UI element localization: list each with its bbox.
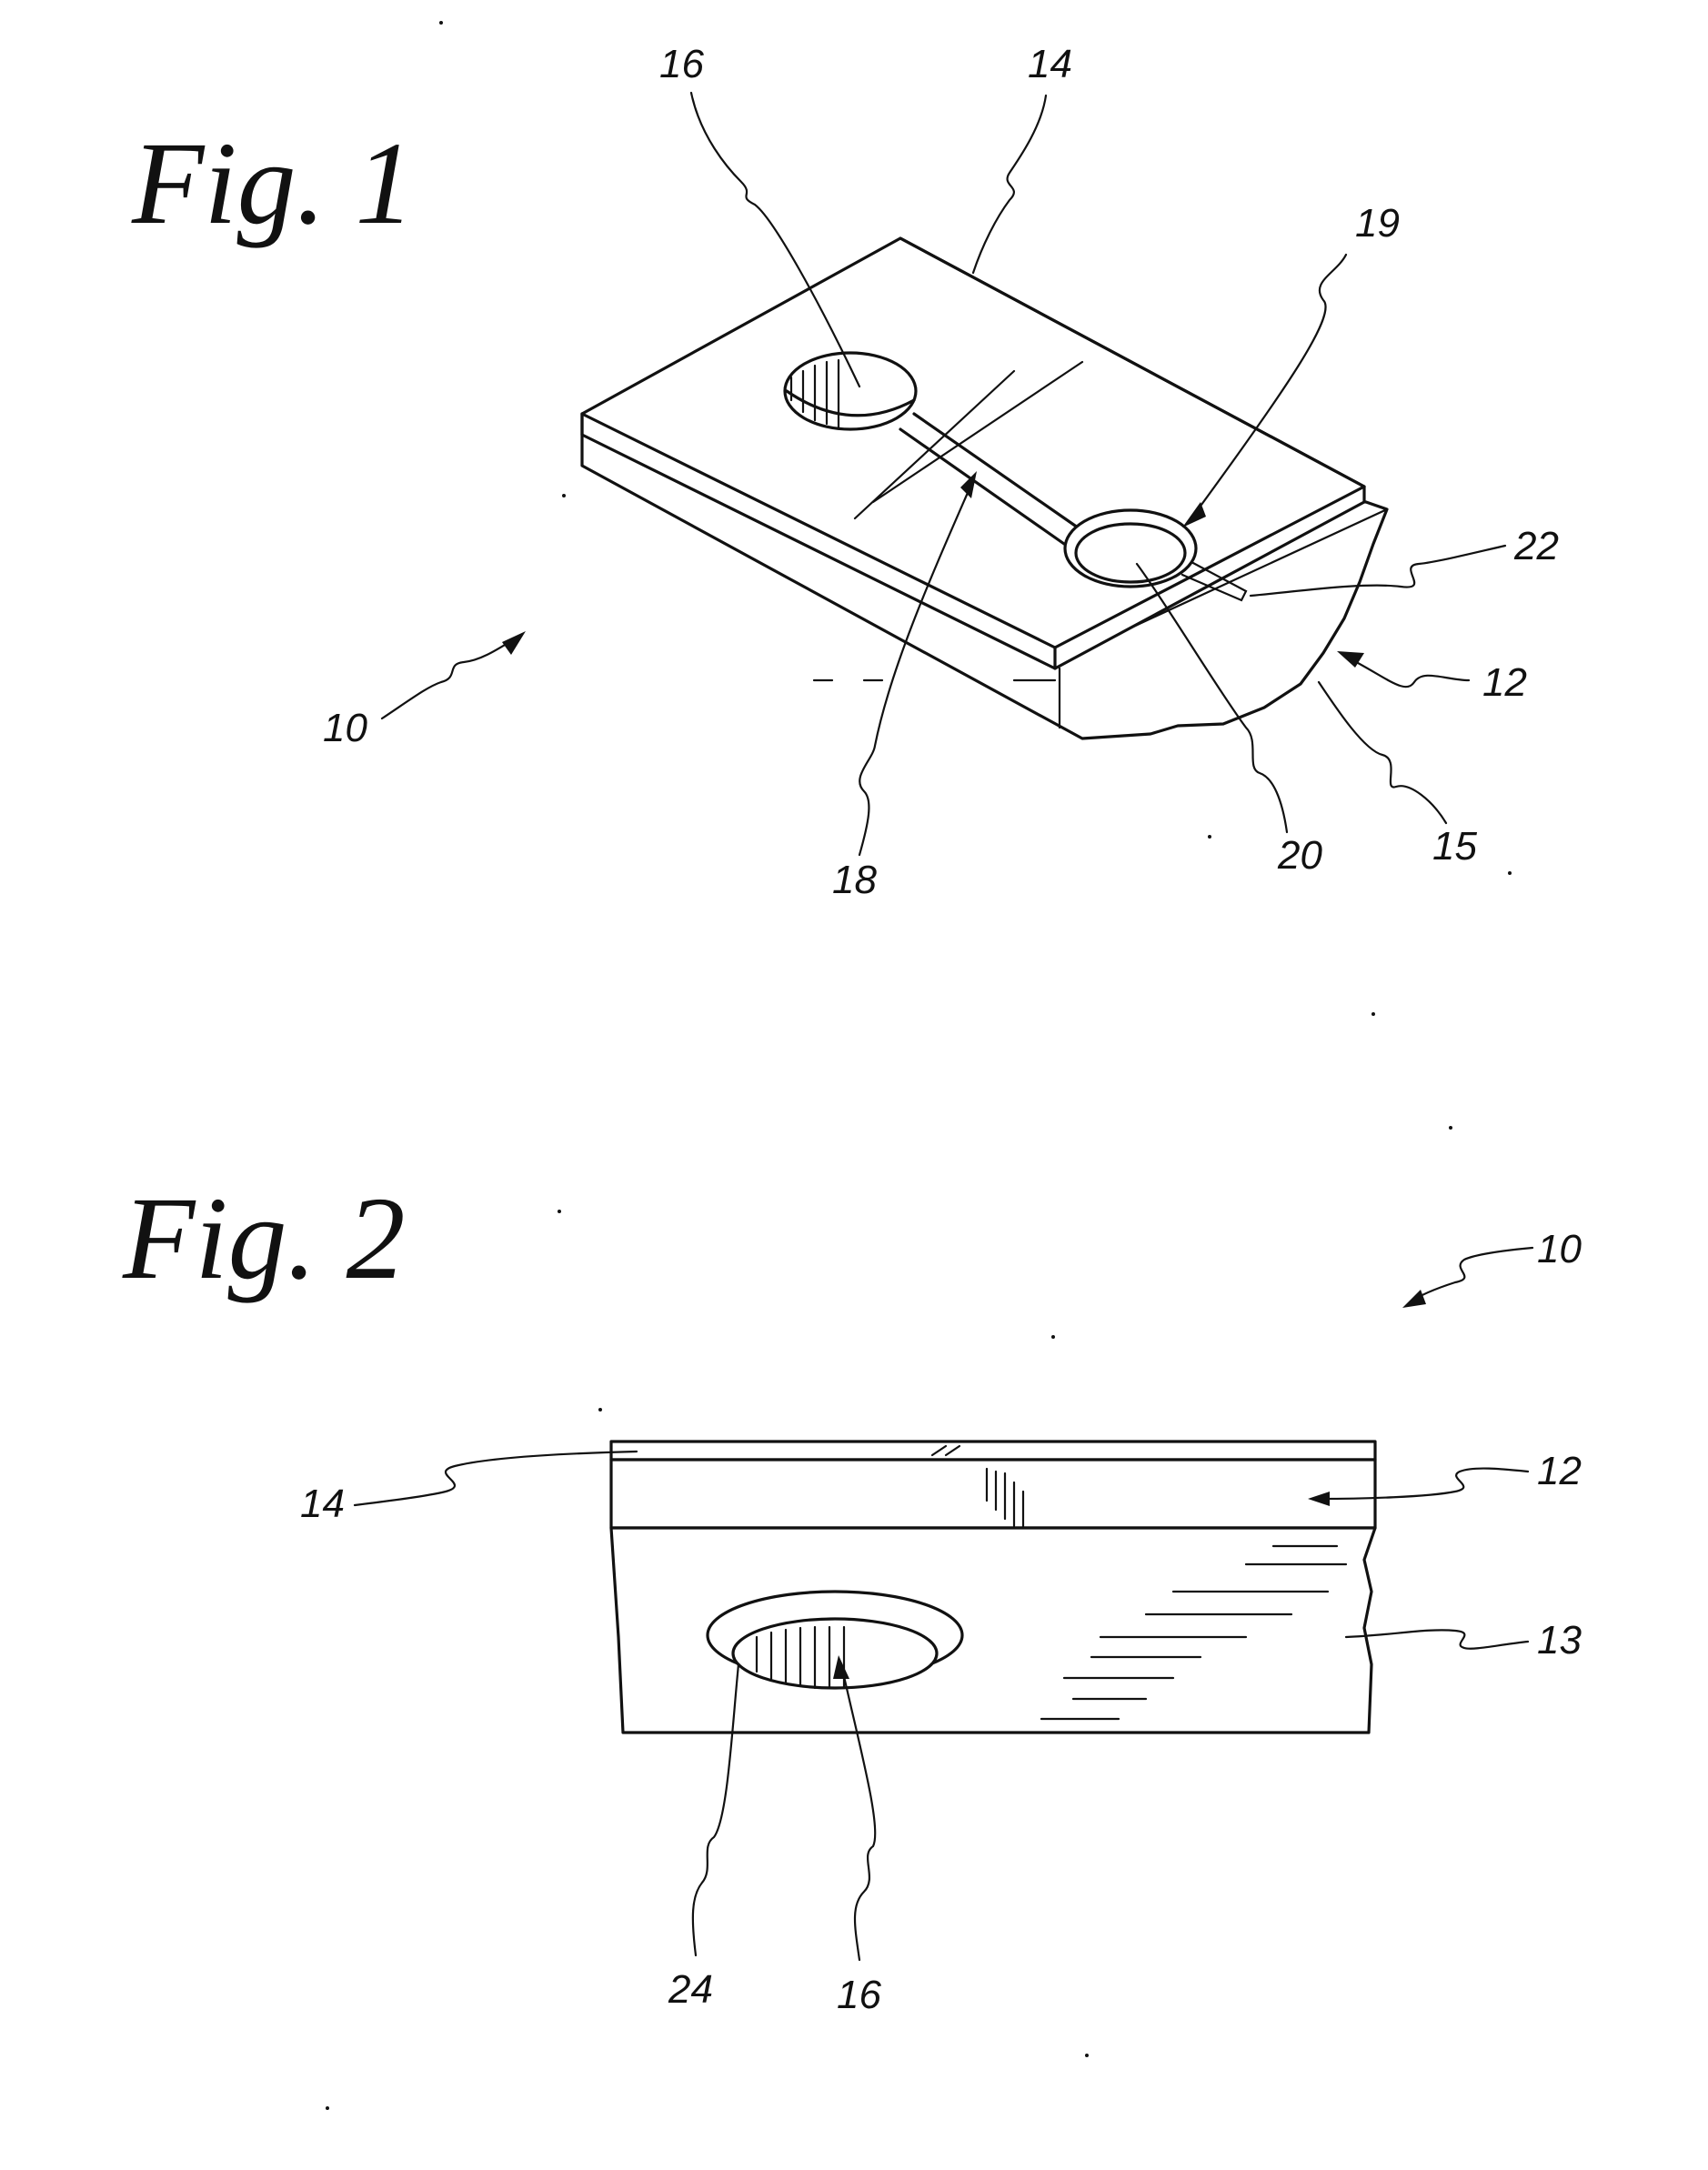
speck [558, 1210, 561, 1213]
label-10-fig2: 10 [1537, 1227, 1582, 1271]
speck [1051, 1335, 1055, 1339]
figure-1-title: Fig. 1 [131, 118, 415, 249]
figure-1: Fig. 1 [131, 21, 1559, 902]
leader-15-fig1 [1319, 682, 1446, 823]
label-19-fig1: 19 [1355, 201, 1400, 246]
inlet-well [785, 353, 916, 429]
speck [1449, 1126, 1452, 1130]
label-24-fig2: 24 [668, 1967, 713, 2012]
arrowhead-10-fig2 [1402, 1290, 1426, 1308]
arrowhead-10-fig1 [502, 631, 526, 655]
figure-2-title: Fig. 2 [122, 1173, 406, 1304]
leader-13-fig2 [1346, 1630, 1528, 1648]
side-view-block [611, 1442, 1375, 1733]
label-10-fig1: 10 [323, 706, 367, 750]
label-16-fig1: 16 [659, 42, 704, 86]
speck [326, 2106, 329, 2110]
speck [439, 21, 443, 25]
leader-14-fig1 [973, 95, 1046, 273]
speck [1085, 2054, 1089, 2057]
label-15-fig1: 15 [1432, 824, 1477, 869]
speck [598, 1408, 602, 1412]
label-16-fig2: 16 [837, 1973, 881, 2017]
label-18-fig1: 18 [832, 858, 877, 902]
figure-2: Fig. 2 10 14 12 13 24 [122, 1012, 1582, 2110]
speck [1508, 871, 1512, 875]
leader-12-fig1 [1346, 657, 1469, 687]
label-22-fig1: 22 [1513, 524, 1559, 568]
speck [1208, 835, 1211, 839]
leader-10-fig1 [382, 637, 518, 718]
leader-10-fig2 [1410, 1248, 1532, 1302]
label-14-fig2: 14 [300, 1482, 345, 1526]
leader-14-fig2 [355, 1452, 637, 1505]
label-14-fig1: 14 [1028, 42, 1072, 86]
label-12-fig1: 12 [1482, 660, 1527, 705]
speck [562, 494, 566, 497]
speck [1371, 1012, 1375, 1016]
label-20-fig1: 20 [1277, 833, 1322, 878]
label-13-fig2: 13 [1537, 1618, 1582, 1663]
label-12-fig2: 12 [1537, 1449, 1582, 1493]
